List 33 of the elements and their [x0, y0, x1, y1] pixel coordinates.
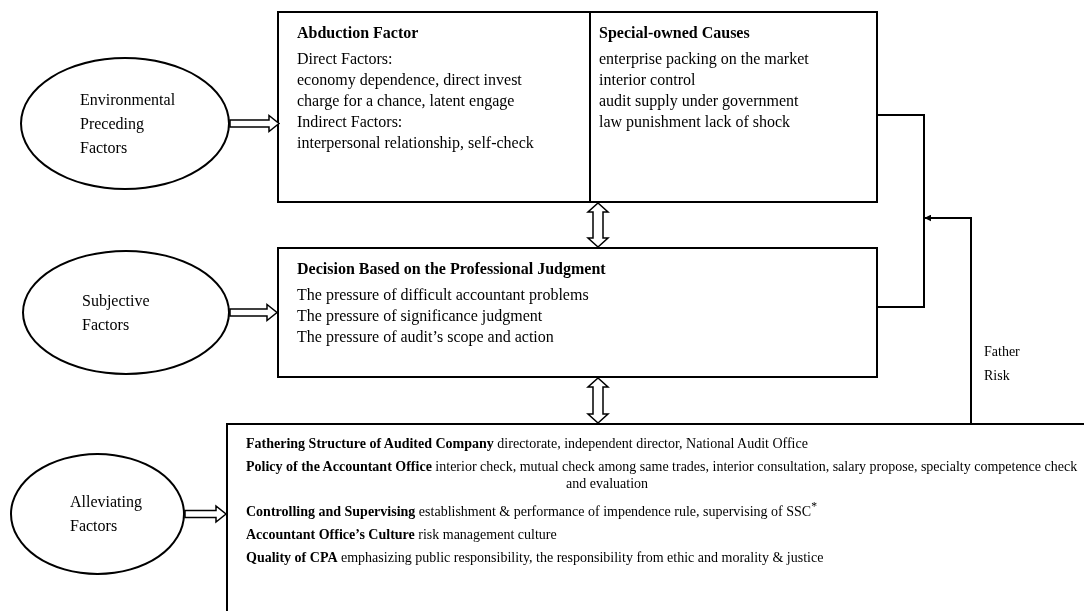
factor-box: [277, 11, 878, 203]
box-text: enterprise packing on the market: [599, 49, 810, 69]
box-text: The pressure of significance judgment: [297, 306, 544, 326]
factor-item: Controlling and Supervising establishment & performance of impendence rule, supervising of SSC$^{*}$: [246, 499, 818, 520]
box-text: The pressure of difficult accountant problems: [297, 285, 590, 305]
ellipse-label: Environmental Preceding Factors: [80, 89, 177, 158]
ellipse-label: Alleviating Factors: [70, 492, 143, 536]
factor-item: Policy of the Accountant Office interior check, mutual check among same trades, interior consultation, salary propose, specialty competence check and evaluation: [246, 458, 1079, 492]
double-hollow-arrow: [586, 202, 610, 248]
box-text: The pressure of audit’s scope and action: [297, 327, 555, 347]
decision-box: [277, 247, 878, 378]
box-text: economy dependence, direct invest: [297, 70, 523, 90]
ellipse-label: Subjective Factors: [82, 290, 151, 335]
hollow-arrow: [229, 302, 279, 323]
box-text: Indirect Factors:: [297, 112, 404, 132]
feedback-arrow: [924, 214, 972, 424]
factor-item: Fathering Structure of Audited Company directorate, independent director, National Audit Office: [246, 435, 809, 452]
factor-item: Quality of CPA emphasizing public responsibility, the responsibility from ethic and morality & justice: [246, 548, 825, 566]
box-text: Direct Factors:: [297, 49, 394, 69]
box-heading: Special-owned Causes: [599, 23, 751, 44]
box-heading: Decision Based on the Professional Judgment: [297, 259, 607, 280]
hollow-arrow: [184, 504, 228, 524]
box-text: charge for a chance, latent engage: [297, 91, 516, 111]
box-text: audit supply under government: [599, 91, 800, 111]
bracket-line: [875, 114, 925, 308]
box-text: law punishment lack of shock: [599, 112, 792, 132]
box-heading: Abduction Factor: [297, 23, 420, 43]
double-hollow-arrow: [586, 377, 610, 424]
factor-item: Accountant Office’s Culture risk management culture: [246, 525, 558, 543]
hollow-arrow: [229, 113, 281, 134]
factor-box: [226, 423, 1084, 611]
box-text: interior control: [599, 70, 697, 90]
box-text: interpersonal relationship, self-check: [297, 133, 535, 153]
